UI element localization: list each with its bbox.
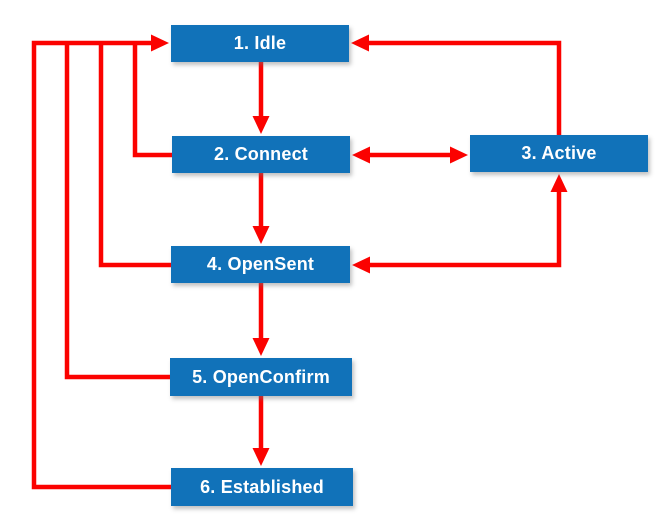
edge-established-to-idle xyxy=(31,40,171,490)
arrowhead-into-active-left xyxy=(450,146,468,164)
state-label-idle: 1. Idle xyxy=(233,33,287,53)
arrowhead-into-connect-right xyxy=(352,146,370,164)
state-node-active: 3. Active xyxy=(470,135,648,172)
state-label-connect: 2. Connect xyxy=(213,144,308,164)
state-node-established: 6. Established xyxy=(171,468,353,506)
state-label-opensent: 4. OpenSent xyxy=(206,254,315,274)
state-node-opensent: 4. OpenSent xyxy=(171,246,350,283)
state-node-idle: 1. Idle xyxy=(171,25,349,62)
state-node-connect: 2. Connect xyxy=(172,136,350,173)
state-label-active: 3. Active xyxy=(521,143,597,163)
arrowhead-into-opensent-top xyxy=(252,226,270,244)
arrowhead-into-connect-top xyxy=(252,116,270,134)
state-node-openconfirm: 5. OpenConfirm xyxy=(170,358,352,396)
arrowhead-into-openconfirm-top xyxy=(252,338,270,356)
edge-active-to-idle xyxy=(367,40,562,135)
arrowhead-into-established-top xyxy=(252,448,270,466)
edge-connect-to-idle xyxy=(132,41,172,158)
edge-opensent-to-idle xyxy=(98,41,171,268)
edge-active-opensent-twoway xyxy=(368,190,562,268)
arrowhead-into-idle-left xyxy=(151,34,169,52)
state-label-openconfirm: 5. OpenConfirm xyxy=(192,366,330,387)
arrowhead-into-idle-right xyxy=(351,34,369,52)
state-label-established: 6. Established xyxy=(200,476,324,497)
edge-openconfirm-to-idle xyxy=(64,41,170,380)
arrowhead-into-opensent-right xyxy=(352,256,370,274)
arrowhead-into-active-bottom xyxy=(550,174,568,192)
